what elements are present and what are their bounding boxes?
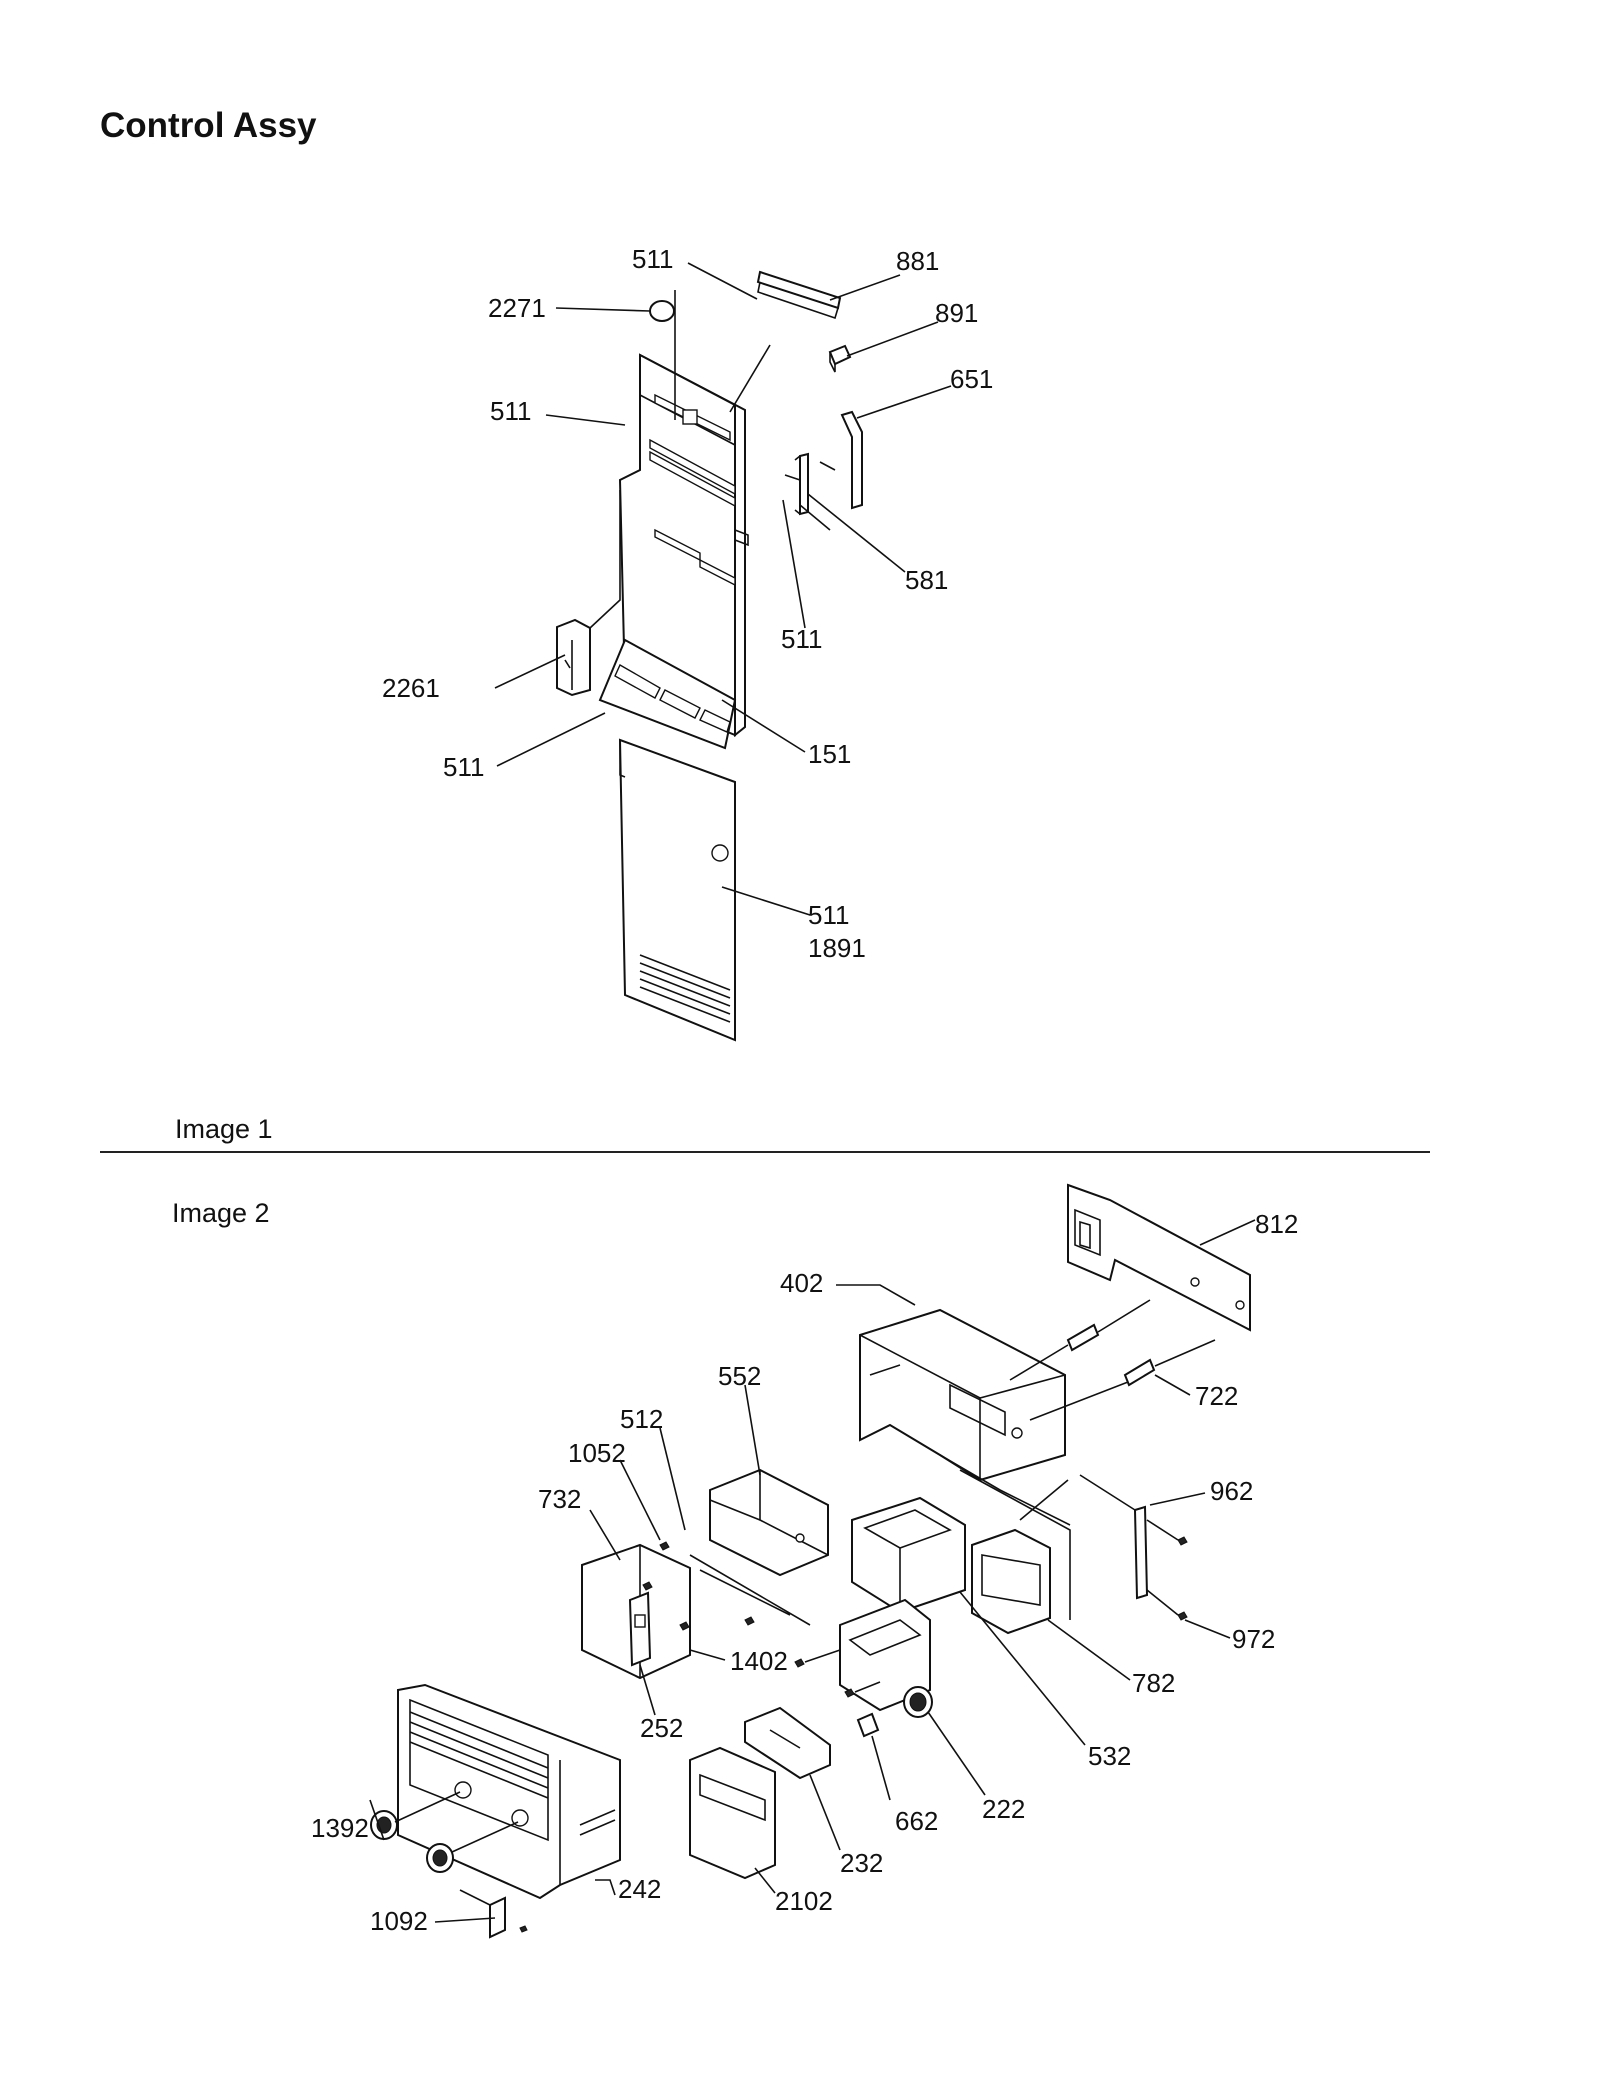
callout-label: 511: [490, 396, 531, 426]
callout-label: 511: [443, 752, 484, 782]
leader-252: [639, 1664, 656, 1716]
leader-722: [1154, 1374, 1191, 1396]
bracket-962: [1133, 1505, 1149, 1600]
section-divider: [100, 1151, 1430, 1153]
plug-2271: [649, 300, 675, 322]
leader-532: [959, 1591, 1086, 1746]
front-panel-242: [397, 1683, 621, 1900]
standoff-722b: [1123, 1358, 1156, 1387]
callout-label: 1392: [311, 1813, 369, 1843]
front-panel-vents: [409, 1711, 549, 1799]
leader-242: [595, 1879, 616, 1896]
callout-label: 962: [1210, 1476, 1253, 1506]
frame-2102: [689, 1746, 776, 1880]
callout-label: 232: [840, 1848, 883, 1878]
vent-grille: [639, 954, 731, 1023]
image-2-label: Image 2: [172, 1198, 270, 1228]
bottom-cover-panel: [618, 738, 736, 1042]
image-1-label: Image 1: [175, 1114, 273, 1144]
housing-402: [859, 1308, 1066, 1482]
leader-511-mid: [782, 499, 806, 629]
lens-782: [971, 1528, 1051, 1635]
leader-2102: [754, 1867, 776, 1894]
block-891: [828, 344, 852, 366]
callout-label: 532: [1088, 1741, 1131, 1771]
leader-402: [836, 1284, 916, 1306]
knob-1392b: [426, 1843, 454, 1873]
callout-label: 151: [808, 739, 851, 769]
callout-label: 512: [620, 1404, 663, 1434]
bracket-552: [709, 1468, 829, 1577]
strip-651: [840, 410, 863, 510]
callout-label: 252: [640, 1713, 683, 1743]
leader-151: [721, 699, 806, 753]
callout-label: 881: [896, 246, 939, 276]
socket-662: [856, 1712, 880, 1738]
clip-232: [744, 1706, 831, 1780]
leader-881: [829, 274, 901, 301]
leader-1402: [689, 1649, 726, 1661]
leader-511-low: [496, 712, 606, 767]
callout-label: 581: [905, 565, 948, 595]
callout-label: 2261: [382, 673, 440, 703]
callout-label: 782: [1132, 1668, 1175, 1698]
leader-232: [809, 1774, 841, 1851]
callout-label: 1052: [568, 1438, 626, 1468]
callout-label: 891: [935, 298, 978, 328]
callout-label: 402: [780, 1268, 823, 1298]
callout-label: 222: [982, 1794, 1025, 1824]
leader-782: [1047, 1619, 1131, 1681]
leader-512: [659, 1427, 686, 1531]
leader-972: [1184, 1619, 1231, 1639]
leader-2261: [494, 654, 566, 689]
callout-label: 511: [808, 900, 849, 930]
leader-511-cover: [721, 886, 811, 916]
callout-label: 552: [718, 1361, 761, 1391]
leader-1092: [434, 1917, 496, 1923]
mounting-bracket-812: [1067, 1183, 1251, 1332]
callout-label: 972: [1232, 1624, 1275, 1654]
callout-label: 2271: [488, 293, 546, 323]
callout-label: 722: [1195, 1381, 1238, 1411]
callout-label: 662: [895, 1806, 938, 1836]
leader-552: [744, 1384, 761, 1476]
callout-label: 2102: [775, 1886, 833, 1916]
leader-511-left: [545, 414, 626, 426]
callout-label: 1092: [370, 1906, 428, 1936]
standoff-722a: [1066, 1323, 1100, 1352]
clip-2261: [556, 618, 591, 697]
callout-label: 511: [632, 244, 673, 274]
leader-581: [807, 493, 906, 573]
callout-label: 242: [618, 1874, 661, 1904]
callout-label: 651: [950, 364, 993, 394]
leader-222: [927, 1711, 986, 1796]
image-1-diagram: 511 881 2271 891 651 511 581 511 2261 15…: [382, 244, 993, 1042]
image-2-diagram: 812 402 722 552 512 1052 732 962 1402 97…: [311, 1183, 1298, 1939]
callout-label: 1891: [808, 933, 866, 963]
page-title: Control Assy: [100, 106, 317, 145]
leader-2271: [555, 307, 651, 312]
callout-label: 1402: [730, 1646, 788, 1676]
leader-1392: [369, 1799, 385, 1841]
leader-732: [589, 1509, 621, 1561]
leader-891: [846, 321, 939, 357]
leader-511-top: [687, 262, 758, 300]
leader-962: [1149, 1492, 1206, 1506]
light-assy-222: [839, 1598, 931, 1712]
callout-label: 812: [1255, 1209, 1298, 1239]
callout-label: 511: [781, 624, 822, 654]
top-bracket-881: [756, 270, 842, 310]
light-housing-532: [851, 1496, 966, 1614]
clip-1092: [489, 1896, 506, 1939]
leader-651: [856, 385, 952, 419]
leader-812: [1199, 1219, 1256, 1246]
leader-1052: [619, 1459, 661, 1541]
leader-662: [871, 1735, 891, 1801]
callout-label: 732: [538, 1484, 581, 1514]
